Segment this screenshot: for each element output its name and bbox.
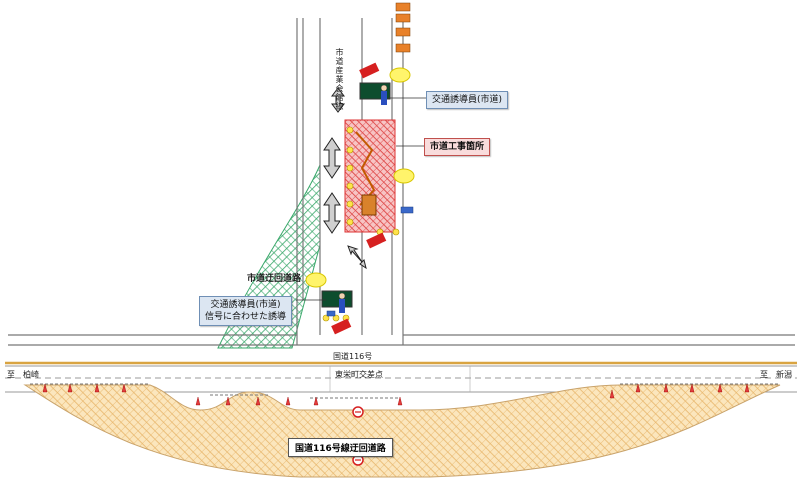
national-detour-label: 国道116号線迂回道路 <box>288 438 393 457</box>
worksite-callout: 市道工事箇所 <box>424 138 491 156</box>
traffic-guard-icon <box>338 84 388 313</box>
worksite-sign-icon <box>326 2 414 317</box>
traffic-cone-icon-group <box>42 383 750 406</box>
to-right-label: 至 新潟 <box>760 370 792 379</box>
guide-arrow-icon <box>331 62 387 335</box>
detour-city-label: 市道迂回道路 <box>247 274 302 284</box>
guard-bottom-line1: 交通誘導員(市道) <box>210 300 281 310</box>
flasher-light-icon <box>305 67 415 288</box>
cross-road <box>8 334 795 346</box>
national-detour-area <box>23 384 781 478</box>
guard-top-callout: 交通誘導員(市道) <box>426 91 509 109</box>
guard-bottom-line2: 信号に合わせた誘導 <box>205 312 287 322</box>
national-road-label: 国道116号 <box>333 352 373 361</box>
to-left-label: 至 柏崎 <box>7 370 39 379</box>
intersection-label: 東栄町交差点 <box>335 370 383 379</box>
city-road-name-label: 市道産業会館線 <box>335 48 344 111</box>
excavator-icon <box>355 131 377 216</box>
two-way-arrow-icon <box>323 87 367 270</box>
guard-bottom-callout: 交通誘導員(市道) 信号に合わせた誘導 <box>199 296 293 326</box>
